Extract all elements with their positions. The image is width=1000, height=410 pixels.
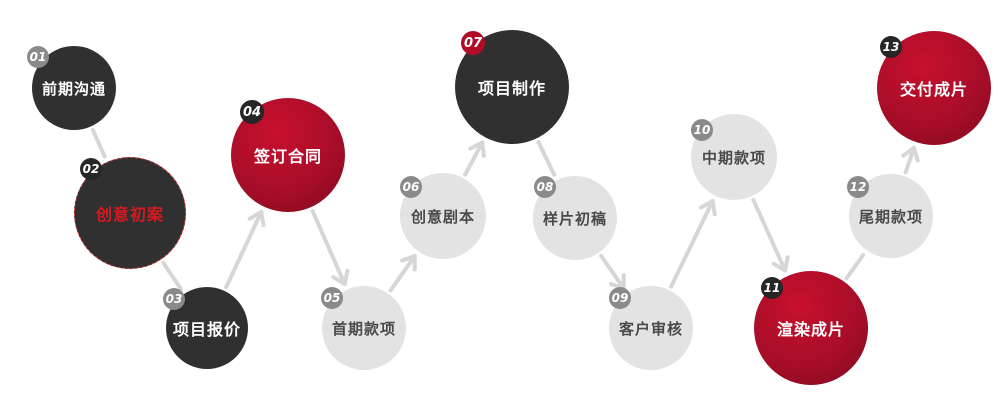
step-label: 交付成片	[899, 80, 968, 99]
step-number-badge: 02	[80, 158, 102, 180]
step-number-badge: 08	[534, 176, 556, 198]
arrowhead-9	[698, 199, 717, 217]
arrowhead-3	[247, 210, 266, 228]
step-label: 尾期款项	[858, 207, 923, 226]
step-label: 签订合同	[253, 147, 322, 166]
step-number-badge: 03	[163, 288, 185, 310]
connector-8	[599, 253, 626, 291]
arrowhead-4	[331, 268, 350, 287]
step-label: 创意剧本	[410, 207, 475, 226]
connector-7	[536, 139, 557, 177]
step-label: 创意初案	[95, 205, 164, 224]
step-13: 交付成片	[877, 31, 991, 145]
connector-2	[161, 260, 183, 291]
arrowhead-5	[400, 254, 417, 272]
step-label: 项目报价	[172, 320, 241, 339]
step-label: 前期沟通	[41, 79, 106, 98]
connector-9	[669, 199, 715, 289]
step-label: 渲染成片	[776, 320, 845, 339]
arrowhead-12	[901, 145, 920, 163]
step-number-badge: 11	[761, 277, 783, 299]
connector-4	[310, 208, 347, 287]
step-label: 客户审核	[618, 319, 683, 338]
connector-6	[463, 140, 485, 177]
step-label: 样片初稿	[542, 209, 607, 228]
step-number-badge: 05	[321, 287, 343, 309]
step-label: 首期款项	[331, 319, 396, 338]
step-number-badge: 01	[27, 46, 49, 68]
connector-5	[388, 254, 417, 293]
step-number-badge: 13	[880, 36, 902, 58]
connector-1	[90, 127, 107, 159]
step-number-badge: 04	[240, 100, 264, 124]
step-number-badge: 07	[461, 31, 485, 55]
step-label: 中期款项	[701, 148, 766, 167]
step-number-badge: 06	[400, 176, 422, 198]
arrowhead-6	[468, 140, 486, 158]
step-number-badge: 10	[691, 119, 713, 141]
step-label: 项目制作	[477, 79, 546, 98]
connector-11	[844, 253, 866, 281]
connector-3	[224, 210, 264, 290]
step-number-badge: 09	[609, 287, 631, 309]
connector-10	[751, 197, 788, 273]
step-number-badge: 12	[847, 176, 869, 198]
connector-12	[903, 145, 916, 175]
arrowhead-10	[771, 255, 790, 273]
